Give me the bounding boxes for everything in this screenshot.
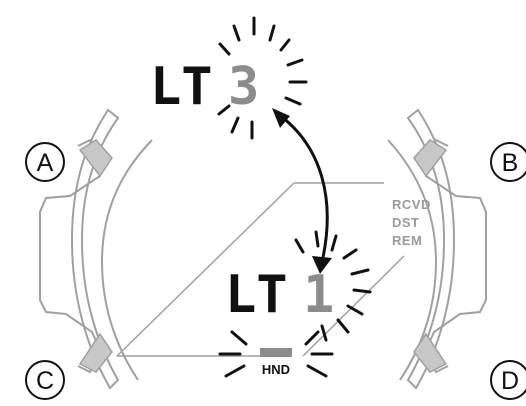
flash-ray-icon (217, 16, 308, 140)
pusher-a (78, 139, 113, 178)
display-panel-left-edge (116, 182, 295, 357)
button-a-label: A (37, 149, 54, 177)
button-a-icon[interactable]: A (25, 142, 65, 182)
top-lcd-flashing-digit: 3 (228, 57, 259, 117)
flash-ray-icon (294, 230, 372, 342)
hand-indicator-bar (260, 348, 292, 357)
top-lcd-letters: LT (150, 57, 213, 117)
bottom-lcd-flashing-digit: 1 (303, 265, 334, 325)
button-b-label: B (502, 149, 519, 177)
bottom-lcd-letters: LT (225, 265, 288, 325)
indicator-rcvd: RCVD (392, 197, 431, 212)
double-arrow-icon (272, 108, 332, 274)
pusher-b (413, 139, 448, 178)
hand-indicator-label: HND (262, 362, 290, 377)
button-c-label: C (36, 367, 54, 395)
case-left-outline (70, 108, 120, 390)
flash-ray-icon (218, 330, 334, 378)
button-d-label: D (501, 367, 519, 395)
pusher-d (413, 332, 448, 373)
dial-arc-left (100, 139, 153, 381)
button-b-icon[interactable]: B (490, 142, 526, 182)
display-panel-right-edge (302, 255, 405, 357)
button-c-icon[interactable]: C (25, 360, 65, 400)
case-right-outline (406, 108, 456, 390)
pusher-c (78, 332, 113, 373)
button-d-icon[interactable]: D (490, 360, 526, 400)
indicator-rem: REM (392, 233, 422, 248)
indicator-dst: DST (392, 215, 420, 230)
